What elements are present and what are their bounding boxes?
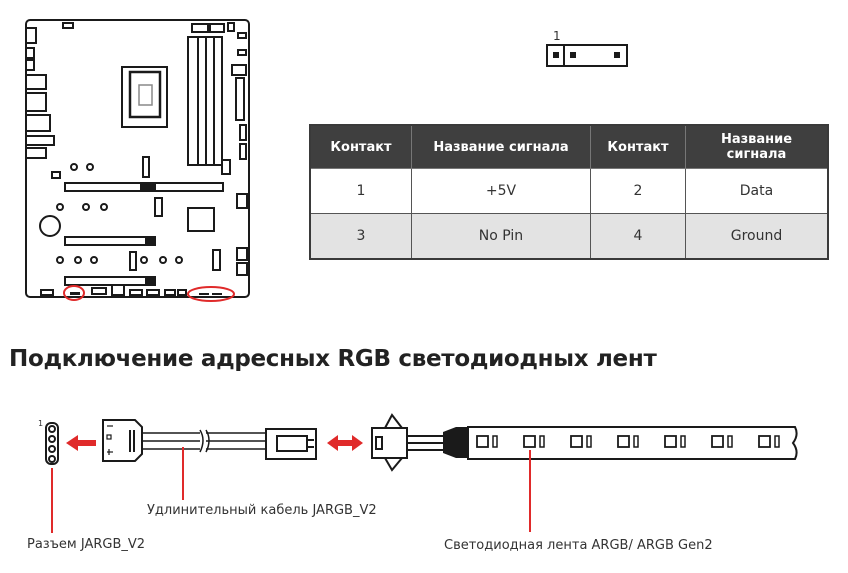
resistor-icon	[680, 435, 686, 448]
resistor-icon	[774, 435, 780, 448]
pin-number: 4	[590, 213, 686, 260]
arrow-left-icon	[66, 435, 96, 451]
pin-number: 3	[309, 213, 412, 260]
led-chip-icon	[570, 435, 583, 448]
connector-pin1-label: 1	[38, 419, 44, 428]
header-pin: Контакт	[309, 124, 412, 169]
led-chip-icon	[711, 435, 724, 448]
signal-name: Ground	[685, 213, 829, 260]
strip-connector-icon	[371, 413, 443, 472]
resistor-icon	[727, 435, 733, 448]
header-pin: Контакт	[590, 124, 686, 169]
led-chip-icon	[617, 435, 630, 448]
signal-name: Data	[685, 168, 829, 214]
resistor-icon	[492, 435, 498, 448]
led-strip-body	[467, 426, 798, 460]
jargb-connector-icon	[45, 422, 59, 465]
double-arrow-icon	[327, 435, 363, 451]
led-chip-icon	[476, 435, 489, 448]
strip-end-cap	[443, 427, 468, 458]
highlight-jargb-right	[187, 286, 235, 302]
extension-cable-caption: Удлинительный кабель JARGB_V2	[147, 503, 377, 518]
pin-table: Контакт Название сигнала Контакт Названи…	[309, 124, 829, 260]
led-strip-caption: Светодиодная лента ARGB/ ARGB Gen2	[444, 538, 713, 553]
resistor-icon	[633, 435, 639, 448]
table-header-row: Контакт Название сигнала Контакт Названи…	[309, 124, 829, 169]
table-row: 3 No Pin 4 Ground	[309, 213, 829, 260]
pin-number: 2	[590, 168, 686, 214]
section-title: Подключение адресных RGB светодиодных ле…	[9, 346, 657, 372]
signal-name: +5V	[411, 168, 591, 214]
led-group	[476, 435, 780, 448]
led-chip-icon	[758, 435, 771, 448]
table-row: 1 +5V 2 Data	[309, 168, 829, 214]
header-signal: Название сигнала	[685, 124, 829, 169]
resistor-icon	[539, 435, 545, 448]
cable-plug-icon	[102, 419, 143, 462]
cable-male-connector-icon	[265, 428, 317, 460]
highlight-jargb-left	[63, 285, 85, 301]
header-pin1-label: 1	[553, 29, 561, 43]
led-chip-icon	[523, 435, 536, 448]
header-pinout-icon	[546, 44, 628, 67]
header-signal: Название сигнала	[411, 124, 591, 169]
led-chip-icon	[664, 435, 677, 448]
motherboard-diagram	[25, 19, 250, 302]
connector-caption: Разъем JARGB_V2	[27, 537, 146, 552]
pin-number: 1	[309, 168, 412, 214]
resistor-icon	[586, 435, 592, 448]
signal-name: No Pin	[411, 213, 591, 260]
